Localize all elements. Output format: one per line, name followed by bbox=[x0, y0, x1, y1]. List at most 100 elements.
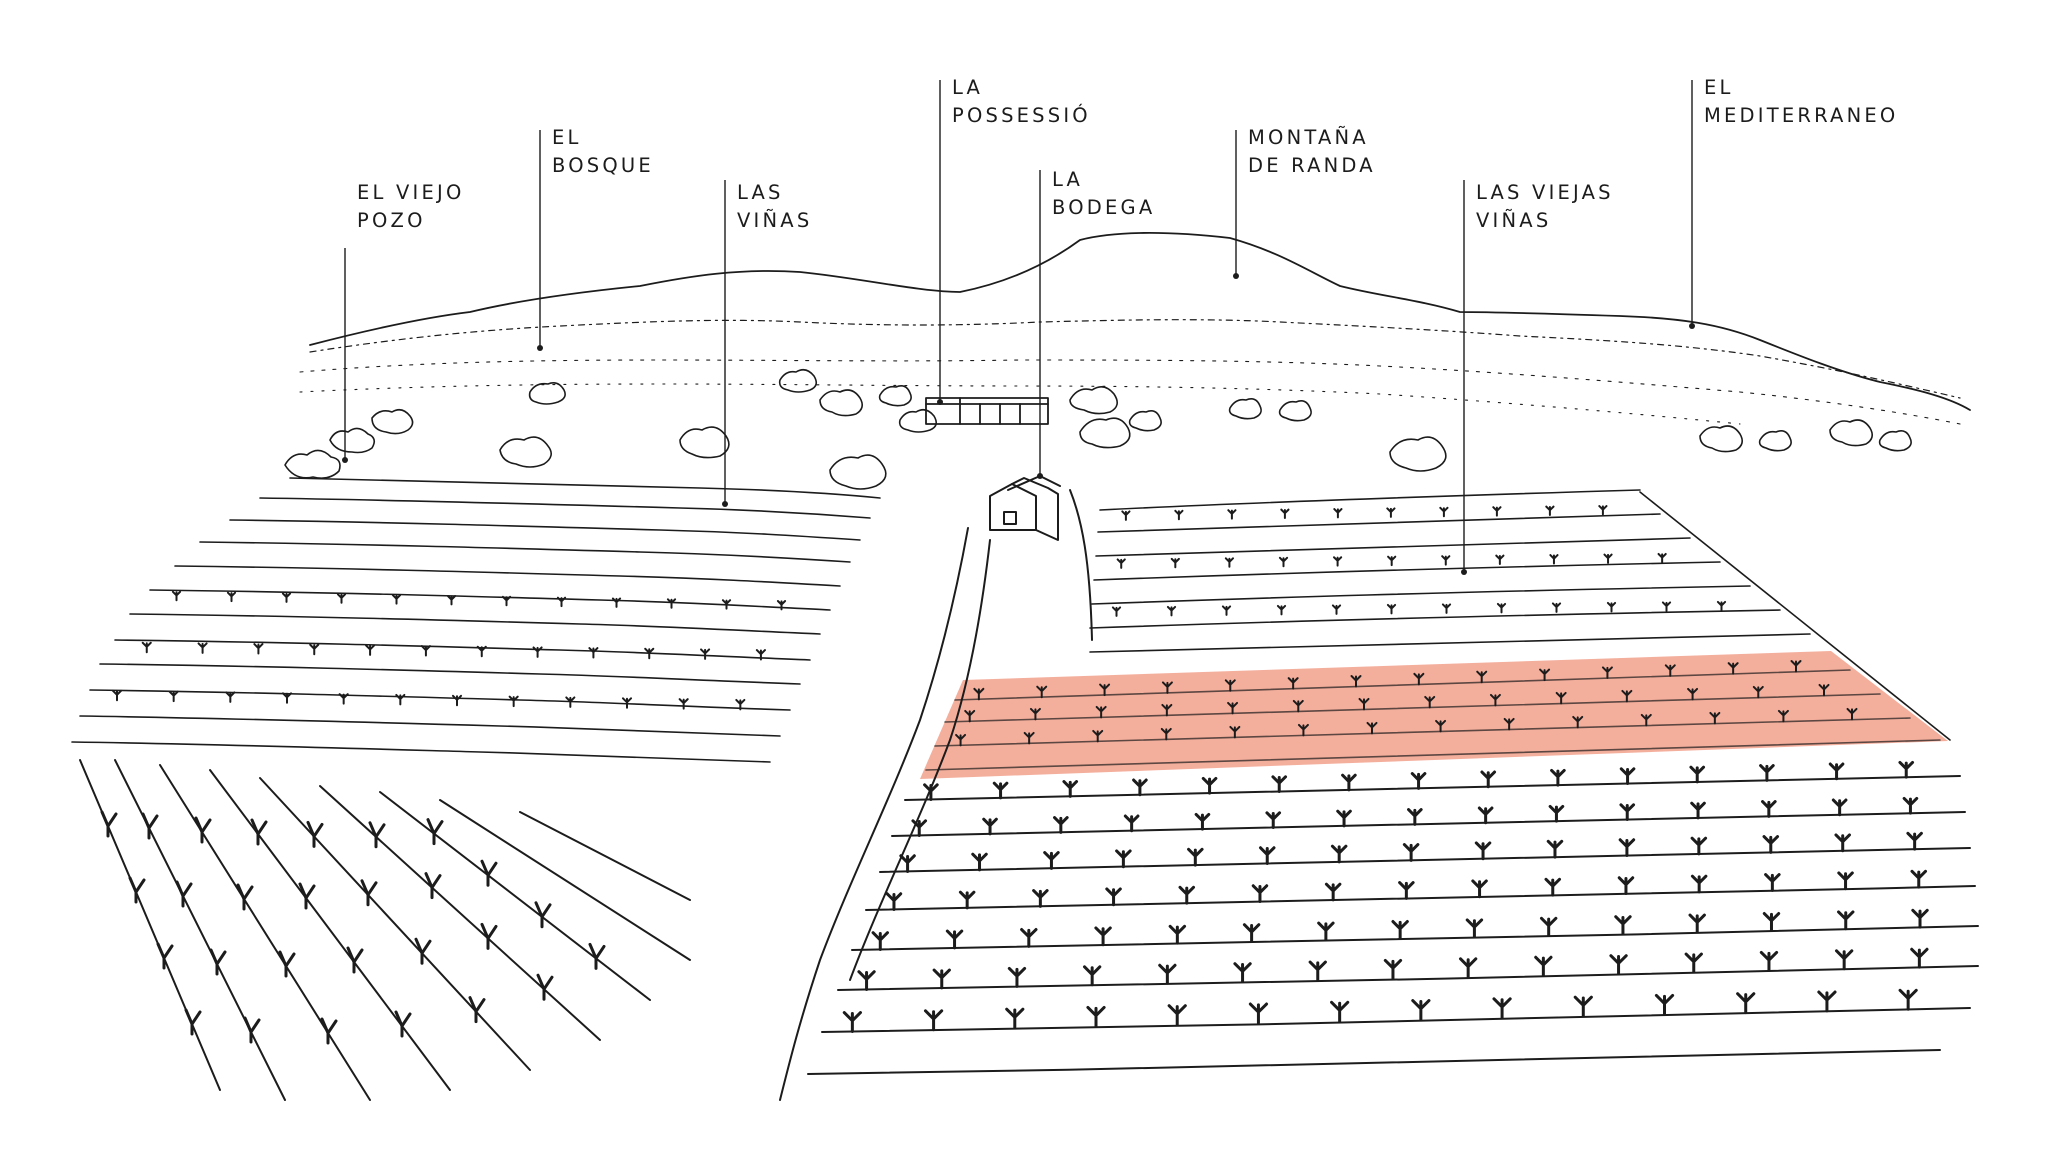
vine-mark bbox=[278, 950, 296, 978]
vine-mark bbox=[1094, 926, 1112, 947]
vine-mark bbox=[1661, 601, 1672, 612]
vine-mark bbox=[1095, 705, 1107, 719]
vine-mark bbox=[1911, 908, 1929, 929]
callout-label: LA bbox=[952, 76, 983, 99]
vine-mark bbox=[1386, 603, 1397, 615]
vine-mark bbox=[501, 595, 512, 607]
vine-mark bbox=[1471, 879, 1488, 899]
vine-mark bbox=[225, 691, 236, 703]
vine-mark bbox=[1115, 849, 1132, 869]
vine-mark bbox=[111, 689, 123, 702]
vine-mark bbox=[621, 697, 633, 709]
vine-mark bbox=[1227, 701, 1239, 715]
vine-mark bbox=[1684, 952, 1703, 974]
horizon-hills bbox=[299, 232, 1971, 425]
vine-mark bbox=[1278, 556, 1289, 568]
vine-mark bbox=[243, 1016, 261, 1044]
callout-montana-de-randa[interactable]: MONTAÑA DE RANDA bbox=[1233, 126, 1376, 279]
vine-mark bbox=[1439, 506, 1449, 518]
vine-mark bbox=[1032, 889, 1049, 908]
vine-mark bbox=[1411, 999, 1431, 1021]
vine-mark bbox=[1398, 881, 1415, 900]
callout-la-possessio[interactable]: LA POSSESSIÓ bbox=[937, 76, 1091, 405]
vine-mark bbox=[1777, 709, 1789, 723]
vine-mark bbox=[735, 698, 746, 711]
vine-mark bbox=[360, 879, 378, 907]
vine-mark bbox=[1410, 772, 1427, 790]
vine-mark bbox=[644, 647, 655, 660]
vine-mark bbox=[955, 733, 967, 747]
vine-mark bbox=[1036, 685, 1048, 699]
callout-label: MEDITERRANEO bbox=[1704, 104, 1898, 127]
vine-mark bbox=[1020, 928, 1038, 948]
highlighted-vineyard-parcel[interactable] bbox=[920, 651, 1948, 779]
vine-mark bbox=[100, 810, 118, 838]
callout-label: LAS bbox=[737, 181, 784, 204]
vine-mark bbox=[168, 690, 179, 703]
vine-mark bbox=[1837, 910, 1855, 931]
vine-mark bbox=[1248, 1002, 1269, 1025]
vine-mark bbox=[156, 942, 174, 970]
vine-mark bbox=[1690, 801, 1706, 820]
vine-mark bbox=[1265, 811, 1282, 830]
vine-mark bbox=[480, 922, 498, 950]
callout-label: DE RANDA bbox=[1248, 154, 1376, 177]
vine-mark bbox=[175, 880, 193, 908]
vine-mark bbox=[1550, 768, 1566, 787]
vine-mark bbox=[1174, 509, 1184, 521]
tree-clusters bbox=[284, 368, 1912, 490]
la-bodega-building bbox=[989, 475, 1061, 541]
vine-mark bbox=[1187, 847, 1204, 867]
vine-mark bbox=[1229, 725, 1241, 739]
vine-mark bbox=[424, 872, 442, 900]
vine-mark bbox=[338, 693, 349, 705]
vine-mark bbox=[611, 597, 622, 608]
vine-mark bbox=[1759, 950, 1779, 972]
callout-las-vinas[interactable]: LAS VIÑAS bbox=[722, 180, 812, 507]
vine-mark bbox=[1441, 555, 1451, 566]
vine-mark bbox=[426, 818, 444, 846]
vine-mark bbox=[1424, 695, 1436, 709]
vine-mark bbox=[1166, 605, 1177, 617]
vine-mark bbox=[184, 1008, 202, 1036]
callout-el-mediterraneo[interactable]: EL MEDITERRANEO bbox=[1689, 76, 1898, 329]
vine-mark bbox=[1736, 992, 1756, 1015]
vine-mark bbox=[1492, 997, 1512, 1020]
vine-mark bbox=[1280, 508, 1290, 520]
vine-mark bbox=[1170, 557, 1180, 569]
vine-mark bbox=[1402, 843, 1420, 862]
vine-mark bbox=[236, 883, 254, 911]
vine-mark bbox=[209, 948, 227, 976]
vine-mark bbox=[1752, 685, 1764, 699]
vine-mark bbox=[1762, 835, 1780, 854]
vine-mark bbox=[666, 598, 677, 609]
vine-mark bbox=[1099, 683, 1111, 697]
vine-mark bbox=[842, 1011, 862, 1033]
vine-mark bbox=[451, 694, 463, 707]
vine-mark bbox=[1333, 508, 1343, 519]
vine-mark bbox=[194, 816, 212, 844]
vine-mark bbox=[776, 600, 787, 611]
vine-mark bbox=[1476, 670, 1488, 684]
callout-la-bodega[interactable]: LA BODEGA bbox=[1037, 168, 1155, 479]
vine-mark bbox=[1762, 912, 1781, 932]
vine-mark bbox=[1167, 1004, 1187, 1027]
callout-el-viejo-pozo[interactable]: EL VIEJO POZO bbox=[342, 181, 465, 463]
vine-mark bbox=[1387, 555, 1397, 567]
vine-mark bbox=[945, 929, 964, 950]
callout-las-viejas-vinas[interactable]: LAS VIEJAS VIÑAS bbox=[1461, 180, 1614, 575]
vine-mark bbox=[899, 854, 916, 874]
vine-mark bbox=[1545, 505, 1555, 517]
vine-mark bbox=[973, 687, 985, 701]
vine-mark bbox=[721, 599, 732, 610]
callout-label: LA bbox=[1052, 168, 1083, 191]
vine-mark bbox=[1062, 780, 1079, 798]
callout-label: MONTAÑA bbox=[1248, 126, 1369, 149]
vine-mark bbox=[1336, 809, 1352, 828]
callout-el-bosque[interactable]: EL BOSQUE bbox=[537, 126, 654, 351]
vine-mark bbox=[982, 817, 998, 836]
callout-label: VIÑAS bbox=[1476, 209, 1551, 232]
vine-mark bbox=[1332, 556, 1343, 567]
vine-mark bbox=[1297, 723, 1309, 737]
